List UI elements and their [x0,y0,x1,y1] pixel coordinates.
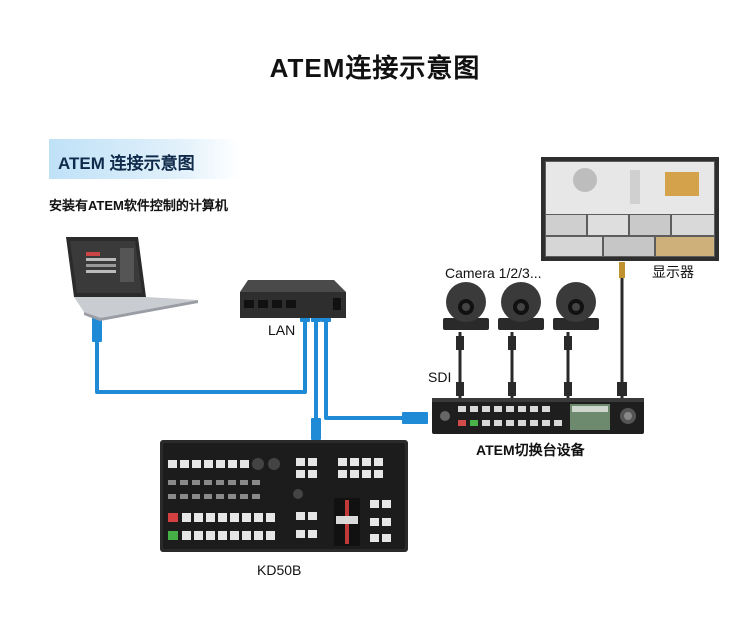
lan-cables [95,316,407,422]
lan-label: LAN [268,322,296,338]
camera-label: Camera 1/2/3... [445,265,542,281]
ptz-camera-icon [498,282,544,330]
laptop-icon [66,237,198,321]
kd50b-controller-icon [160,440,408,552]
banner-title: ATEM 连接示意图 [58,154,195,173]
section-banner [49,139,239,179]
computer-label: 安装有ATEM软件控制的计算机 [49,198,228,213]
atem-switcher-icon [432,398,644,434]
page-title: ATEM连接示意图 [269,53,481,83]
rj45-plug [402,412,428,424]
monitor-label: 显示器 [652,264,694,280]
cable-switch-to-atem [324,316,407,420]
ptz-camera-icon [443,282,489,330]
monitor-icon [541,157,719,261]
sdi-label: SDI [428,369,452,385]
rj45-plug [311,418,321,440]
sdi-connectors [456,336,572,396]
atem-switcher-label: ATEM切换台设备 [476,442,585,458]
controller-label: KD50B [257,562,302,578]
cable-laptop-to-switch [95,316,307,394]
cable-connector [617,382,627,396]
network-switch-icon [240,280,346,318]
ptz-camera-icon [553,282,599,330]
cable-connector [619,262,625,278]
